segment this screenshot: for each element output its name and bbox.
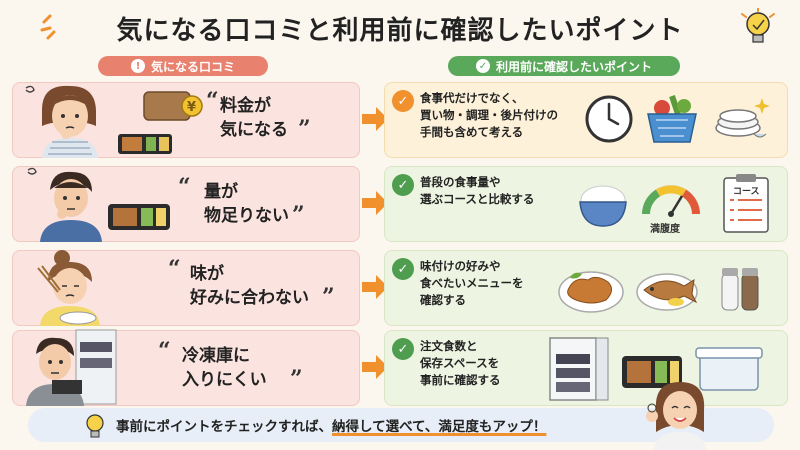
close-quote-icon: ” xyxy=(298,116,311,142)
row-portion: “ 量が 物足りない ” ✓ 普段の食事量や 選ぶコースと比較する 満腹度 コー… xyxy=(0,164,800,244)
concern-text: 冷凍庫に 入りにくい xyxy=(182,346,267,390)
fullness-gauge-icon xyxy=(642,185,700,217)
wallet-icon: ¥ xyxy=(143,91,203,121)
arrow-right-icon xyxy=(362,275,388,299)
arrow-right-icon xyxy=(362,107,388,131)
man-at-freezer-illustration xyxy=(26,329,117,406)
storage-container-icon xyxy=(695,347,763,391)
arrow-right-icon xyxy=(362,191,388,215)
concern-text: 味が 好みに合わない xyxy=(190,264,309,308)
dishes-icon xyxy=(715,98,770,138)
title-bar: 気になる口コミと利用前に確認したいポイント xyxy=(0,0,800,56)
check-icon: ✓ xyxy=(475,59,490,73)
unhappy-eater-illustration xyxy=(37,250,100,326)
lightbulb-icon xyxy=(86,414,104,438)
grilled-fish-plate-icon xyxy=(636,273,698,311)
concern-text: 量が 物足りない xyxy=(204,182,289,226)
close-quote-icon: ” xyxy=(290,366,303,392)
open-freezer-icon xyxy=(549,337,609,401)
header-concerns-label: 気になる口コミ xyxy=(150,59,235,74)
check-icon: ✓ xyxy=(392,258,414,280)
sparkle-icon xyxy=(40,14,56,40)
arrow-right-icon xyxy=(362,355,388,379)
meal-tray-icon xyxy=(622,356,682,388)
footer-highlight-2: 満足度もアップ！ xyxy=(438,419,547,435)
rice-bowl-icon xyxy=(579,185,627,227)
open-quote-icon: “ xyxy=(206,88,219,114)
fried-chicken-plate-icon xyxy=(558,271,624,313)
checkpoint-text: 食事代だけでなく、 買い物・調理・後片付けの 手間も含めて考える xyxy=(420,91,558,139)
close-quote-icon: ” xyxy=(322,284,335,310)
checkpoint-text: 注文食数と 保存スペースを 事前に確認する xyxy=(420,339,501,387)
meal-tray-icon xyxy=(108,204,170,230)
header-concerns: ! 気になる口コミ xyxy=(98,56,268,76)
open-quote-icon: “ xyxy=(158,338,171,364)
footer-highlight-1: 納得して選べて、 xyxy=(332,419,439,435)
header-checkpoints: ✓ 利用前に確認したいポイント xyxy=(448,56,680,76)
footer-prefix: 事前にポイントをチェックすれば、 xyxy=(116,419,332,435)
clipboard-label: コース xyxy=(733,187,760,197)
exclamation-icon: ! xyxy=(130,59,145,73)
shopping-basket-icon xyxy=(647,95,697,143)
open-quote-icon: “ xyxy=(168,256,181,282)
concern-text: 料金が 気になる xyxy=(220,96,288,140)
checkpoint-text: 味付けの好みや 食べたいメニューを 確認する xyxy=(420,259,524,307)
lightbulb-icon xyxy=(741,8,775,43)
row-freezer: “ 冷凍庫に 入りにくい ” ✓ 注文食数と 保存スペースを 事前に確認する xyxy=(0,328,800,408)
gauge-label: 満腹度 xyxy=(650,224,680,235)
close-quote-icon: ” xyxy=(292,202,305,228)
open-quote-icon: “ xyxy=(178,174,191,200)
salt-pepper-icon xyxy=(721,268,759,311)
worried-woman-illustration xyxy=(25,85,98,158)
checkpoint-text: 普段の食事量や 選ぶコースと比較する xyxy=(420,175,535,206)
smiling-woman-illustration xyxy=(646,382,706,450)
thinking-man-illustration xyxy=(27,167,102,242)
meal-tray-icon xyxy=(118,134,172,154)
clipboard-icon xyxy=(723,174,769,233)
check-icon: ✓ xyxy=(392,338,414,360)
svg-text:¥: ¥ xyxy=(187,100,196,115)
row-taste: “ 味が 好みに合わない ” ✓ 味付けの好みや 食べたいメニューを 確認する xyxy=(0,248,800,328)
row-price: ¥ “ 料金が 気になる ” ✓ 食事代だけでなく、 買い物・調理・後片付けの … xyxy=(0,80,800,160)
header-checkpoints-label: 利用前に確認したいポイント xyxy=(495,59,652,74)
check-icon: ✓ xyxy=(392,90,414,112)
page-title: 気になる口コミと利用前に確認したいポイント xyxy=(116,15,684,46)
clock-icon xyxy=(585,95,633,143)
check-icon: ✓ xyxy=(392,174,414,196)
